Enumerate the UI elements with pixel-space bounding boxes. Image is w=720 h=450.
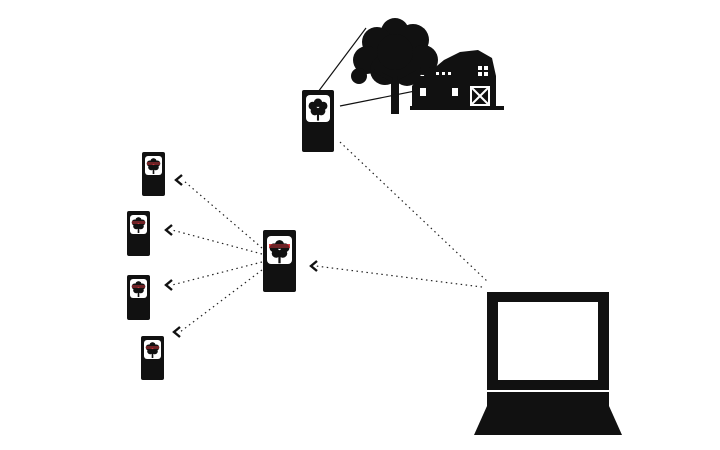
receiver-phone-1 (142, 152, 165, 196)
connection-lines (171, 141, 489, 333)
chevron-left-icon (309, 260, 318, 272)
laptop-icon (474, 292, 622, 435)
link-hub-to-receiver-3 (171, 261, 263, 286)
camera-phone-icon (302, 90, 334, 152)
receiver-phone-3 (127, 275, 150, 320)
receiver-phone-4 (141, 336, 164, 380)
barn-icon (410, 50, 504, 110)
chevron-left-icon (172, 326, 181, 338)
chevron-left-icon (164, 224, 173, 236)
link-camera-to-laptop (339, 141, 489, 283)
arrowheads (164, 174, 318, 338)
link-hub-to-receiver-4 (179, 269, 263, 333)
link-hub-to-receiver-2 (171, 229, 263, 255)
chevron-left-icon (164, 279, 173, 291)
receiver-phone-2 (127, 211, 150, 256)
link-laptop-to-hub (315, 265, 483, 288)
hub-phone-icon (263, 230, 296, 292)
chevron-left-icon (174, 174, 183, 186)
link-hub-to-receiver-1 (183, 180, 263, 249)
